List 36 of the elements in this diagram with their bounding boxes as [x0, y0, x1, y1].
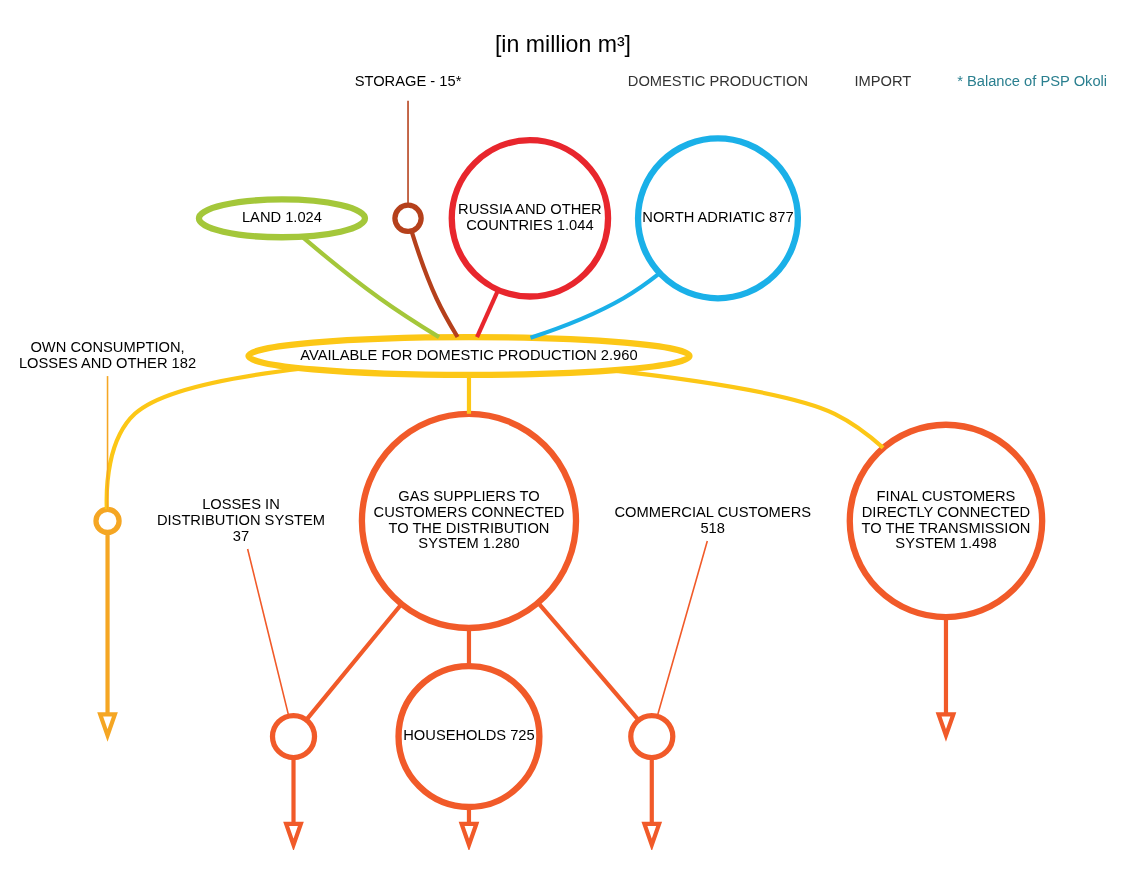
node-circle: HOUSEHOLDS 725	[395, 662, 543, 811]
label: * Balance of PSP Okoli	[957, 72, 1108, 89]
node-text: LOSSES IN DISTRIBUTION SYSTEM 37	[156, 496, 326, 544]
node-circle: GAS SUPPLIERS TO CUSTOMERS CONNECTED TO THE DISTRIBUTION SYSTEM 1.280	[358, 410, 580, 632]
connector	[536, 601, 640, 722]
arrow	[641, 757, 663, 850]
node-circle: NORTH ADRIATIC 877	[634, 135, 802, 302]
diagram-title: [in million m³]	[494, 30, 632, 57]
arrow	[97, 532, 118, 742]
node-text: COMMERCIAL CUSTOMERS 518	[614, 503, 812, 536]
connector	[407, 99, 409, 206]
node-text: OWN CONSUMPTION, LOSSES AND OTHER 182	[18, 339, 197, 371]
connector	[409, 230, 460, 339]
node-circle: RUSSIA AND OTHER COUNTRIES 1.044	[448, 137, 612, 300]
label: IMPORT	[854, 72, 912, 89]
connector	[656, 540, 709, 717]
node-circle: FINAL CUSTOMERS DIRECTLY CONNECTED TO THE TRANSMISSION SYSTEM 1.498	[846, 421, 1046, 621]
node-ellipse: AVAILABLE FOR DOMESTIC PRODUCTION 2.960	[245, 333, 693, 379]
connector	[529, 271, 662, 340]
node-circle	[93, 506, 122, 536]
connector	[466, 375, 472, 414]
connector	[611, 368, 885, 450]
arrow	[283, 757, 304, 850]
label: DOMESTIC PRODUCTION	[627, 72, 809, 89]
connector	[304, 602, 403, 721]
connector	[466, 628, 472, 666]
connector	[106, 375, 109, 510]
node-circle	[392, 202, 424, 235]
connector	[104, 366, 304, 510]
connector	[246, 548, 290, 717]
node-text: STORAGE - 15*	[354, 72, 462, 89]
node-circle	[628, 712, 676, 761]
arrow	[935, 617, 957, 742]
connector	[475, 289, 501, 338]
node-ellipse: LAND 1.024	[195, 196, 369, 241]
node-circle	[269, 712, 318, 761]
